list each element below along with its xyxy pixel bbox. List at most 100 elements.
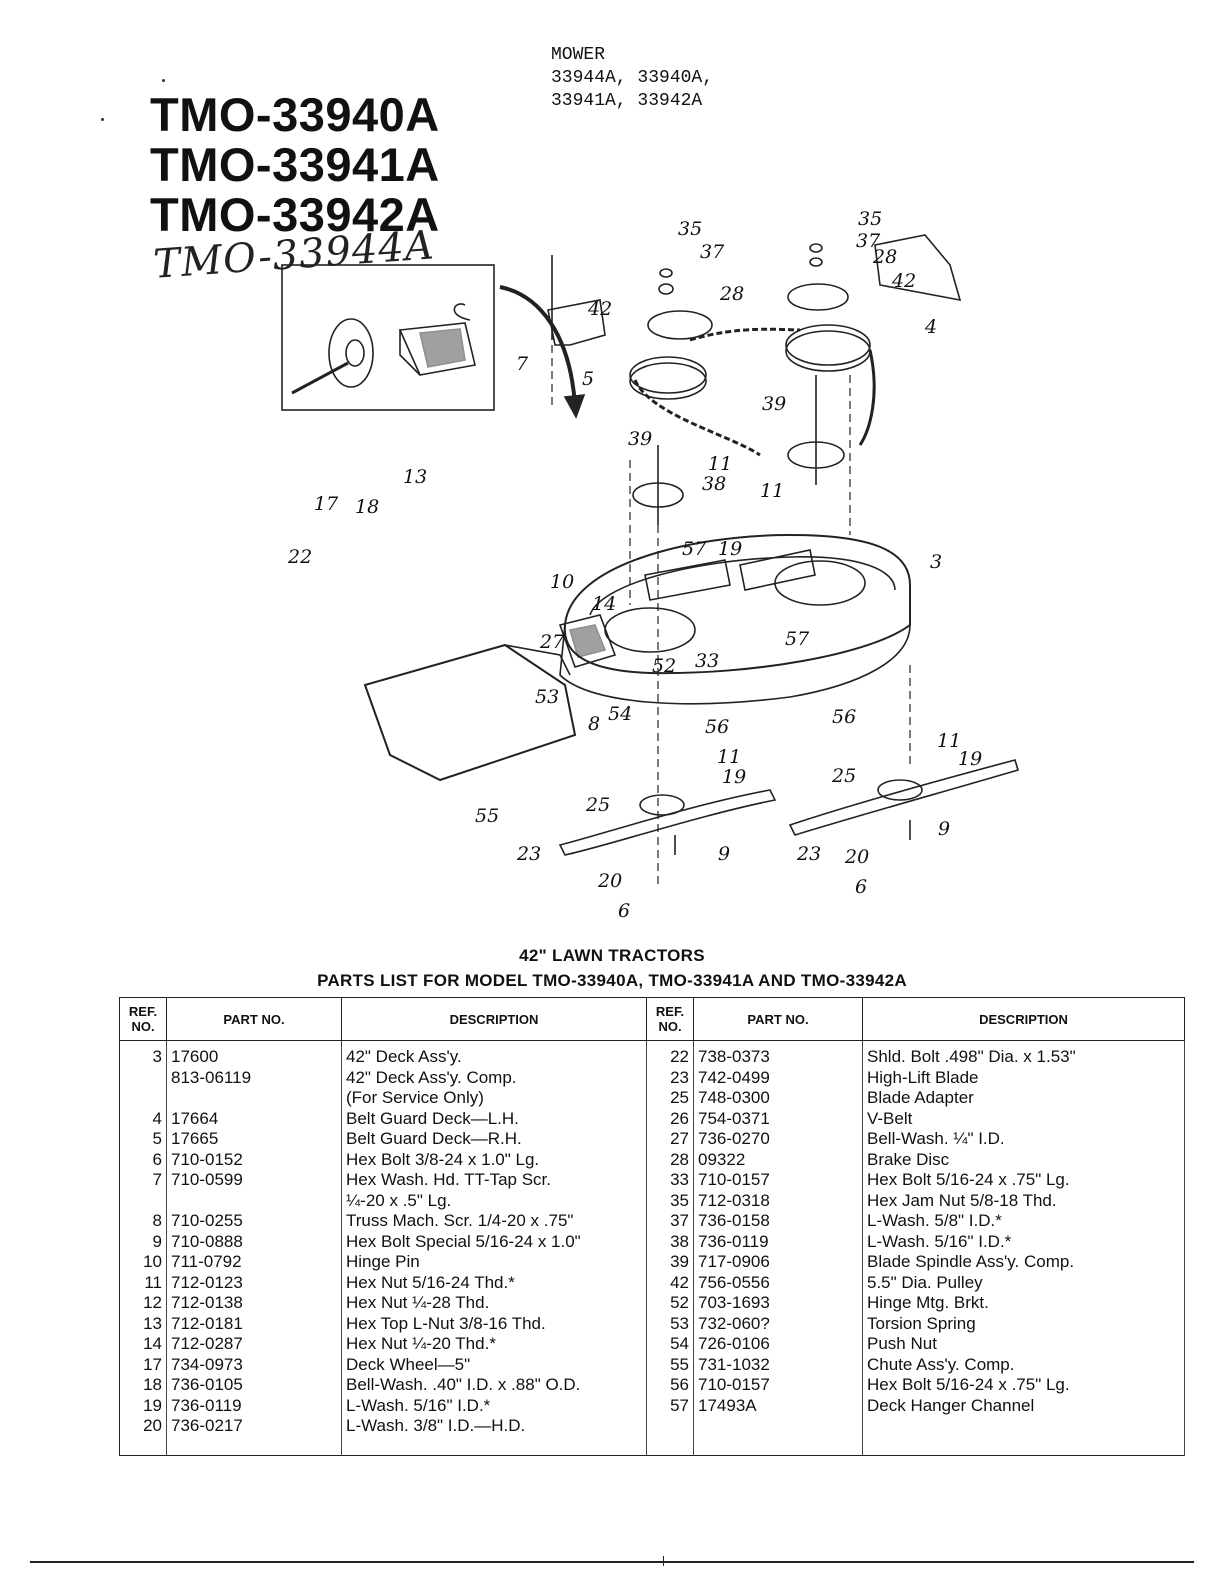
callout-label: 55 (475, 805, 499, 827)
cell-description: 5.5" Dia. Pulley (862, 1272, 1185, 1293)
cell-ref-no: 12 (119, 1293, 167, 1314)
cell-description: V-Belt (862, 1108, 1185, 1129)
cell-ref-no: 33 (646, 1170, 694, 1191)
footer-rule (30, 1561, 1194, 1563)
callout-label: 39 (628, 428, 652, 450)
callout-label: 42 (891, 270, 916, 292)
cell-ref-no: 3 (119, 1040, 167, 1068)
cell-ref-no: 25 (646, 1088, 694, 1109)
cell-part-no: 710-0157 (693, 1170, 863, 1191)
cell-description: L-Wash. 3/8" I.D.—H.D. (341, 1416, 647, 1455)
cell-part-no: 703-1693 (693, 1293, 863, 1314)
callout-label: 56 (705, 716, 729, 738)
callout-label: 33 (695, 650, 719, 672)
cell-description: Blade Adapter (862, 1088, 1185, 1109)
cell-part-no: 710-0157 (693, 1375, 863, 1396)
cell-part-no: 748-0300 (693, 1088, 863, 1109)
cell-description: Chute Ass'y. Comp. (862, 1354, 1185, 1375)
cell-ref-no: 35 (646, 1190, 694, 1211)
cell-part-no: 734-0973 (166, 1354, 342, 1375)
callout-label: 38 (702, 473, 726, 495)
cell-part-no: 732-060? (693, 1313, 863, 1334)
cell-description: Belt Guard Deck—L.H. (341, 1108, 647, 1129)
cell-part-no: 736-0119 (166, 1395, 342, 1416)
cell-ref-no: 20 (119, 1416, 167, 1455)
callout-label: 23 (516, 843, 541, 865)
cell-part-no: 17664 (166, 1108, 342, 1129)
callout-label: 4 (924, 316, 937, 338)
cell-ref-no: 42 (646, 1272, 694, 1293)
cell-description: Bell-Wash. .40" I.D. x .88" O.D. (341, 1375, 647, 1396)
cell-ref-no: 8 (119, 1211, 167, 1232)
cell-description: Deck Hanger Channel (862, 1395, 1185, 1416)
callout-label: 8 (588, 713, 600, 735)
cell-description: Hex Bolt 5/16-24 x .75" Lg. (862, 1170, 1185, 1191)
cell-description: Hex Top L-Nut 3/8-16 Thd. (341, 1313, 647, 1334)
cell-description: Hex Bolt 5/16-24 x .75" Lg. (862, 1375, 1185, 1396)
header-description: DESCRIPTION (862, 997, 1185, 1041)
cell-part-no: 813-06119 (166, 1067, 342, 1088)
callout-label: 13 (403, 466, 427, 488)
header-part-no: PART NO. (693, 997, 863, 1041)
callout-label: 57 (682, 538, 707, 560)
cell-part-no: 717-0906 (693, 1252, 863, 1273)
cell-description: Push Nut (862, 1334, 1185, 1355)
callout-label: 10 (550, 571, 574, 593)
cell-ref-no: 26 (646, 1108, 694, 1129)
cell-part-no: 712-0123 (166, 1272, 342, 1293)
cell-description: (For Service Only) (341, 1088, 647, 1109)
cell-part-no: 742-0499 (693, 1067, 863, 1088)
cell-part-no: 17493A (693, 1395, 863, 1416)
parts-list-heading: PARTS LIST FOR MODEL TMO-33940A, TMO-339… (317, 971, 907, 990)
cell-ref-no: 17 (119, 1354, 167, 1375)
inset-box (281, 264, 495, 411)
table-header-row: REF. NO. PART NO. DESCRIPTION REF. NO. P… (119, 997, 1185, 1041)
cell-description: Hex Bolt 3/8-24 x 1.0" Lg. (341, 1149, 647, 1170)
cell-ref-no: 53 (646, 1313, 694, 1334)
cell-part-no: 736-0119 (693, 1231, 863, 1252)
cell-part-no: 736-0158 (693, 1211, 863, 1232)
cell-part-no (166, 1088, 342, 1109)
cell-description: 42" Deck Ass'y. (341, 1040, 647, 1068)
cell-description: Hex Nut ¼-28 Thd. (341, 1293, 647, 1314)
cell-part-no: 09322 (693, 1149, 863, 1170)
cell-ref-no: 7 (119, 1170, 167, 1191)
speck (162, 79, 165, 82)
cell-description: Hex Jam Nut 5/8-18 Thd. (862, 1190, 1185, 1211)
callout-label: 56 (832, 706, 856, 728)
header-description: DESCRIPTION (341, 997, 647, 1041)
cell-part-no: 731-1032 (693, 1354, 863, 1375)
cell-ref-no: 57 (646, 1395, 694, 1416)
callout-label: 52 (652, 655, 676, 677)
cell-ref-no: 11 (119, 1272, 167, 1293)
callout-label: 20 (597, 870, 622, 892)
callout-label: 42 (587, 298, 612, 320)
cell-part-no: 754-0371 (693, 1108, 863, 1129)
callout-label: 3 (930, 551, 942, 573)
callout-label: 28 (872, 246, 897, 268)
cell-part-no: 712-0287 (166, 1334, 342, 1355)
model-title: TMO-33940A (150, 88, 440, 141)
cell-part-no: 17600 (166, 1040, 342, 1068)
cell-ref-no: 38 (646, 1231, 694, 1252)
cell-description: ¼-20 x .5" Lg. (341, 1190, 647, 1211)
callout-label: 11 (937, 730, 961, 752)
header-ref-no: REF. NO. (119, 997, 167, 1041)
callout-label: 19 (718, 538, 742, 560)
callout-label: 37 (856, 230, 881, 252)
cell-description: Deck Wheel—5" (341, 1354, 647, 1375)
callout-label: 11 (760, 480, 784, 502)
cell-ref-no (119, 1088, 167, 1109)
callout-label: 39 (762, 393, 786, 415)
